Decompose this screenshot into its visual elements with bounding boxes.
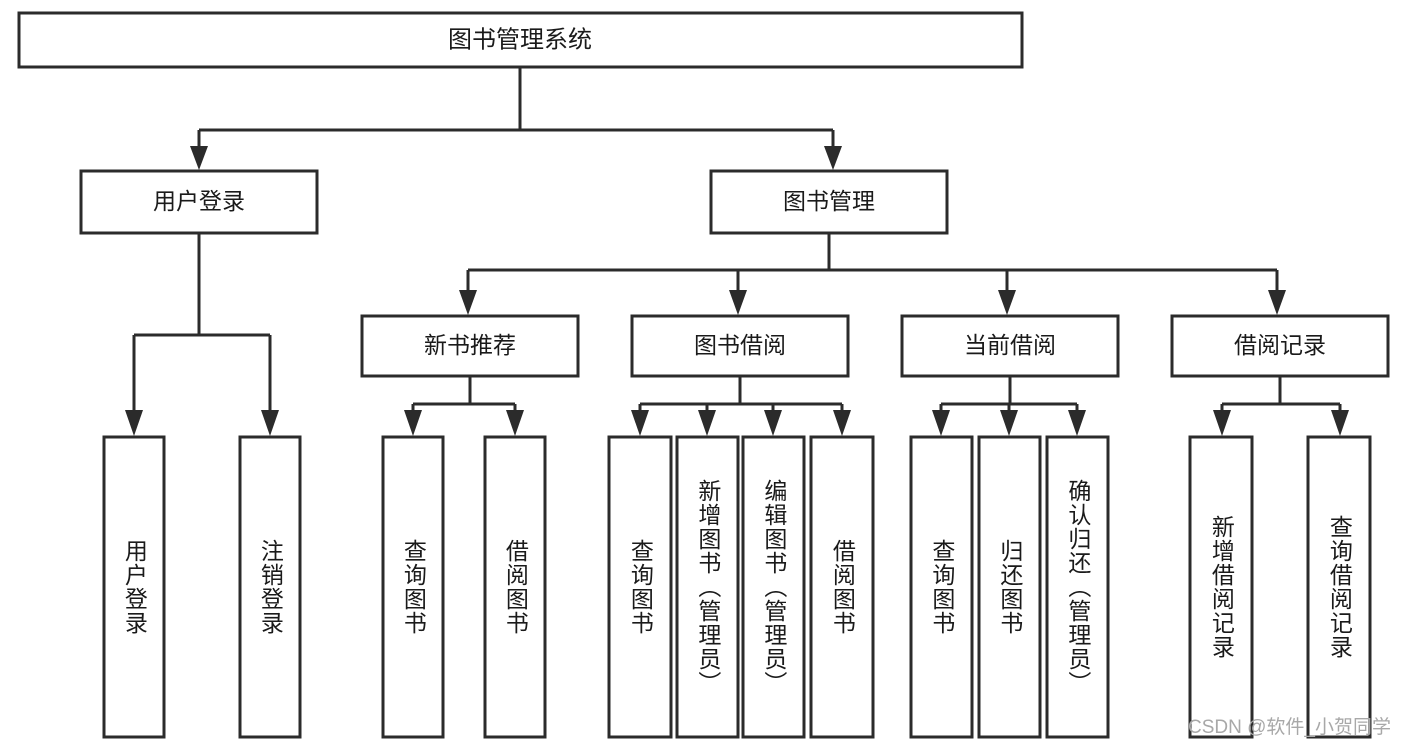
leaf-box[interactable] (1188, 435, 1254, 739)
node-root-system[interactable]: 图书管理系统 (17, 11, 1024, 69)
leaf-box-group-user-login (102, 435, 302, 739)
connector-group-currentborrow-leaves (932, 377, 1086, 436)
arrow-head-icon (190, 146, 208, 170)
arrow-head-icon (1331, 410, 1349, 436)
leaf-box[interactable] (483, 435, 547, 739)
leaf-box[interactable] (1306, 435, 1372, 739)
arrow-head-icon (698, 410, 716, 436)
node-new-book-recommend-label: 新书推荐 (424, 332, 516, 358)
leaf-box-group-current-borrow (909, 435, 1110, 739)
leaf-box[interactable] (977, 435, 1042, 739)
connector-group-userlogin-leaves (125, 234, 279, 436)
arrow-head-icon (1000, 410, 1018, 436)
leaf-box-group-new-book-recommend (381, 435, 547, 739)
connector-group-newbook-leaves (404, 377, 524, 436)
leaf-box[interactable] (741, 435, 806, 739)
arrow-head-icon (998, 290, 1016, 315)
node-user-login-box[interactable] (79, 169, 319, 235)
node-book-management[interactable]: 图书管理 (709, 169, 949, 235)
arrow-head-icon (764, 410, 782, 436)
connector-group-root-to-level2 (190, 68, 842, 170)
leaf-box[interactable] (607, 435, 673, 739)
node-user-login-label: 用户登录 (153, 188, 245, 214)
node-book-borrow[interactable]: 图书借阅 (630, 314, 850, 378)
connector-group-borrowrecord-leaves (1213, 377, 1349, 436)
arrow-head-icon (1068, 410, 1086, 436)
connector-group-level2-book-to-level3 (459, 234, 1286, 315)
node-root-system-box[interactable] (17, 11, 1024, 69)
arrow-head-icon (404, 410, 422, 436)
leaf-box[interactable] (675, 435, 740, 739)
node-borrow-record[interactable]: 借阅记录 (1170, 314, 1390, 378)
arrow-head-icon (833, 410, 851, 436)
arrow-head-icon (1268, 290, 1286, 315)
leaf-box[interactable] (102, 435, 166, 739)
arrow-head-icon (824, 146, 842, 170)
arrow-head-icon (125, 410, 143, 436)
leaf-box[interactable] (909, 435, 974, 739)
leaf-box[interactable] (1045, 435, 1110, 739)
leaf-box[interactable] (381, 435, 445, 739)
arrow-head-icon (631, 410, 649, 436)
node-current-borrow-label: 当前借阅 (964, 332, 1056, 358)
node-book-borrow-box[interactable] (630, 314, 850, 378)
leaf-box-group-book-borrow (607, 435, 875, 739)
arrow-head-icon (459, 290, 477, 315)
node-current-borrow-box[interactable] (900, 314, 1120, 378)
leaf-box[interactable] (809, 435, 875, 739)
node-borrow-record-box[interactable] (1170, 314, 1390, 378)
connector-group-bookborrow-leaves (631, 377, 851, 436)
arrow-head-icon (1213, 410, 1231, 436)
arrow-head-icon (729, 290, 747, 315)
arrow-head-icon (261, 410, 279, 436)
leaf-box-group-borrow-record (1188, 435, 1372, 739)
arrow-head-icon (506, 410, 524, 436)
node-user-login[interactable]: 用户登录 (79, 169, 319, 235)
node-book-management-box[interactable] (709, 169, 949, 235)
node-root-system-label: 图书管理系统 (448, 26, 592, 53)
node-new-book-recommend-box[interactable] (360, 314, 580, 378)
node-borrow-record-label: 借阅记录 (1234, 332, 1326, 358)
node-book-management-label: 图书管理 (783, 188, 875, 214)
node-new-book-recommend[interactable]: 新书推荐 (360, 314, 580, 378)
node-book-borrow-label: 图书借阅 (694, 332, 786, 358)
arrow-head-icon (932, 410, 950, 436)
leaf-box[interactable] (238, 435, 302, 739)
node-current-borrow[interactable]: 当前借阅 (900, 314, 1120, 378)
